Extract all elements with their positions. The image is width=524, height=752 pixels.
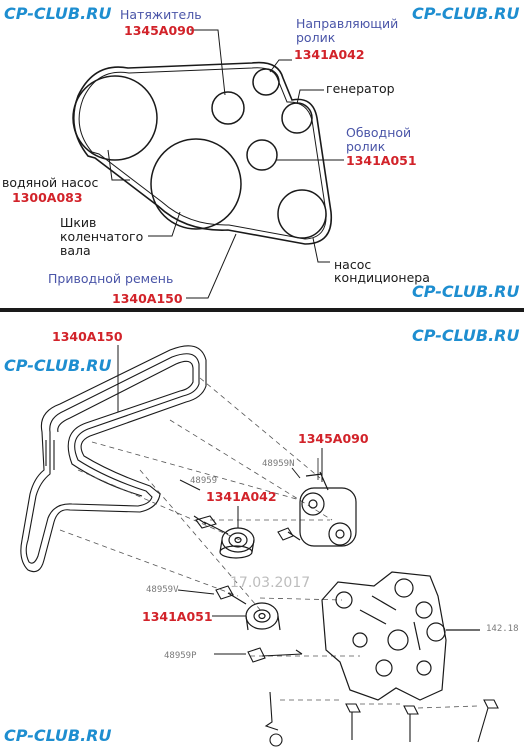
crankshaft-pulley — [150, 138, 242, 230]
ref-142-18: 142.18 — [486, 624, 519, 634]
watermark-footer: CP-CLUB.RU — [4, 726, 112, 745]
water-pump-part-number: 1300A083 — [12, 190, 83, 205]
engine-bracket — [321, 571, 480, 701]
tensioner-part-number: 1345A090 — [124, 23, 195, 38]
top-leaders — [107, 29, 344, 299]
tensioner-label: Натяжитель — [120, 7, 202, 22]
ribbed-belt — [20, 345, 207, 573]
ref-48959n: 48959N — [262, 459, 295, 469]
date-stamp: 17.03.2017 — [230, 575, 311, 591]
guide-roller-label-1: Направляющий — [296, 16, 399, 31]
guide-roller-part-number-bottom: 1341A042 — [206, 489, 277, 504]
drive-belt-part-number: 1340A150 — [112, 291, 183, 306]
guide-roller — [219, 527, 255, 559]
idler-roller-part-number: 1341A051 — [346, 153, 417, 168]
bottom-leaders — [117, 345, 323, 655]
belt-part-number: 1340A150 — [52, 329, 123, 344]
bolts — [193, 515, 303, 663]
top-belt-outer — [72, 61, 333, 245]
bottom-exploded-view — [20, 345, 499, 747]
ref-48959v: 48959V — [146, 585, 179, 595]
guide-roller-part-number: 1341A042 — [294, 47, 365, 62]
idler-roller — [245, 602, 281, 631]
crankshaft-pulley-label-3: вала — [60, 243, 91, 258]
idler-roller-label-1: Обводной — [346, 125, 412, 140]
idler-roller-part-number-bottom: 1341A051 — [142, 609, 213, 624]
tensioner-assembly — [299, 458, 357, 547]
guide-roller-label-2: ролик — [296, 30, 336, 45]
watermark-bottom-right: CP-CLUB.RU — [412, 326, 520, 345]
watermark-top-right: CP-CLUB.RU — [412, 4, 520, 23]
watermark-bottom-left: CP-CLUB.RU — [4, 356, 112, 375]
ac-compressor-label-1: насос — [334, 257, 372, 272]
alternator-pulley — [281, 102, 313, 134]
water-pump-pulley — [72, 75, 158, 161]
drive-belt-label: Приводной ремень — [48, 271, 174, 286]
guide-roller-pulley — [252, 68, 280, 96]
ref-48959p: 48959P — [164, 651, 197, 661]
ac-compressor-label-2: кондиционера — [334, 270, 430, 285]
watermark-top-left: CP-CLUB.RU — [4, 4, 112, 23]
watermark-mid-right: CP-CLUB.RU — [412, 282, 520, 301]
idler-roller-pulley — [246, 139, 278, 171]
tensioner-part-number-bottom: 1345A090 — [298, 431, 369, 446]
tensioner-pulley — [211, 91, 245, 125]
water-pump-label: водяной насос — [2, 175, 99, 190]
crankshaft-pulley-label-1: Шкив — [60, 215, 97, 230]
top-schematic — [72, 29, 344, 299]
crankshaft-pulley-label-2: коленчатого — [60, 229, 144, 244]
alternator-label: генератор — [326, 81, 395, 96]
ac-compressor-pulley — [277, 189, 327, 239]
ref-48959: 48959 — [190, 476, 218, 486]
idler-roller-label-2: ролик — [346, 139, 386, 154]
top-belt-inner — [78, 67, 327, 240]
lower-bolts — [264, 691, 499, 747]
